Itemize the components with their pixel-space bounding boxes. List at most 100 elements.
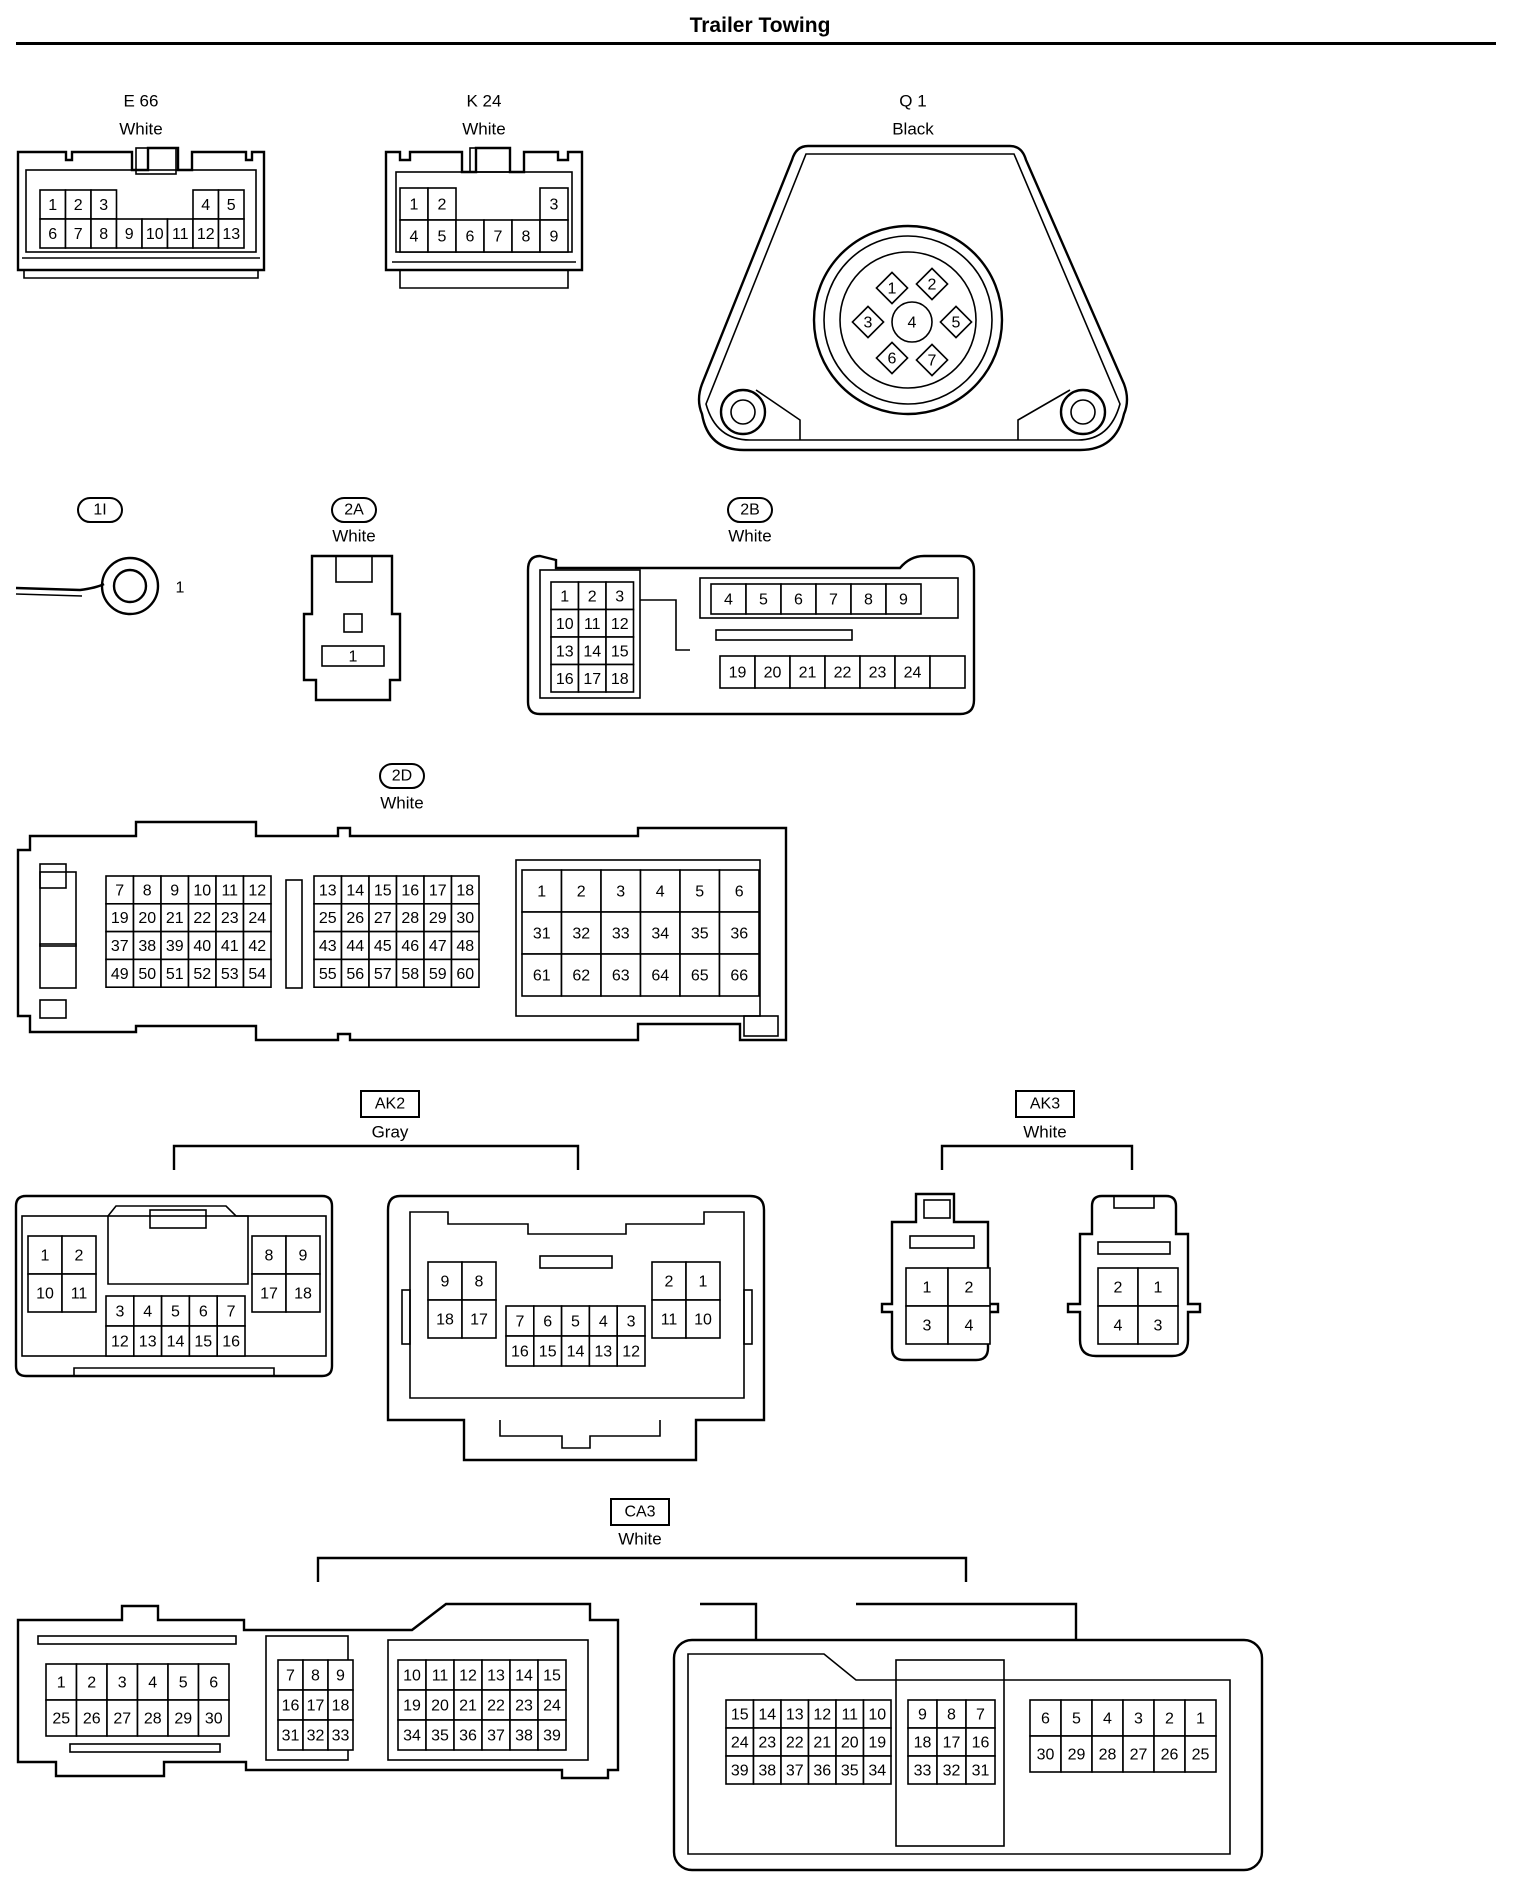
connector-color: White: [462, 120, 505, 139]
pin-number: 16: [511, 1344, 529, 1361]
pin-cell: [539, 219, 569, 253]
pin-cell: [509, 1719, 539, 1751]
pin-cell: [752, 1755, 782, 1785]
pin-number: 33: [332, 1728, 350, 1745]
connector-ak2: [14, 1144, 766, 1462]
page-title: Trailer Towing: [689, 14, 831, 37]
pin-number: 34: [403, 1728, 421, 1745]
pin-number: 10: [556, 616, 574, 633]
pin-cell: [1137, 1267, 1179, 1307]
pin-number: 13: [594, 1344, 612, 1361]
pin-cell: [90, 218, 118, 249]
pin-cell: [427, 187, 457, 221]
pin-socket: [851, 305, 885, 339]
pin-number: 8: [522, 229, 531, 246]
pin-number: 3: [615, 588, 624, 605]
connector-code-box: [360, 1090, 420, 1118]
pin-number: 49: [111, 966, 129, 983]
pin-cell: [1060, 1699, 1093, 1737]
pin-number: 4: [908, 315, 917, 332]
pin-cell: [132, 875, 162, 905]
pin-cell: [75, 1699, 108, 1737]
pin-number: 3: [627, 1314, 636, 1331]
pin-number: 2: [74, 197, 83, 214]
pin-number: 6: [794, 592, 803, 609]
pin-number: 27: [374, 910, 392, 927]
pin-number: 4: [410, 229, 419, 246]
pin-cell: [427, 219, 457, 253]
pin-number: 29: [1068, 1747, 1086, 1764]
pin-number: 1: [560, 588, 569, 605]
pin-number: 15: [611, 643, 629, 660]
pin-number: 10: [694, 1312, 712, 1329]
pin-number: 46: [401, 938, 419, 955]
pin-cell: [461, 1261, 497, 1301]
pin-number: 57: [374, 966, 392, 983]
pin-number: 39: [543, 1728, 561, 1745]
pin-number: 2: [87, 1675, 96, 1692]
pin-cell: [532, 1335, 563, 1367]
pin-number: 1: [537, 884, 546, 901]
pin-number: 4: [656, 884, 665, 901]
pin-number: 23: [869, 665, 887, 682]
pin-cell: [215, 958, 245, 989]
pin-number: 10: [146, 226, 164, 243]
pin-cell: [965, 1699, 996, 1729]
connector-color: White: [380, 794, 423, 813]
connector-code: AK3: [1030, 1096, 1060, 1113]
pin-number: 30: [205, 1711, 223, 1728]
pin-cell: [577, 663, 607, 693]
pin-number: 7: [976, 1707, 985, 1724]
pin-number: 25: [52, 1711, 70, 1728]
pin-cell: [560, 1305, 591, 1337]
pin-number: 13: [786, 1707, 804, 1724]
connector-code: AK2: [375, 1096, 405, 1113]
pin-number: 18: [611, 671, 629, 688]
pin-cell: [242, 958, 272, 989]
title-rule: [16, 42, 1496, 45]
pin-cell: [302, 1719, 329, 1751]
pin-number: 8: [947, 1707, 956, 1724]
connector-e66: [16, 146, 266, 279]
pin-number: 45: [374, 938, 392, 955]
pin-number: 15: [374, 882, 392, 899]
pin-number: 20: [841, 1735, 859, 1752]
pin-number: 1: [48, 197, 57, 214]
pin-number: 38: [138, 938, 156, 955]
pin-number: 2: [438, 197, 447, 214]
pin-number: 16: [556, 671, 574, 688]
pin-cell: [450, 930, 480, 961]
pin-number: 7: [227, 1304, 236, 1321]
pin-number: 63: [612, 968, 630, 985]
pin-number: 10: [193, 882, 211, 899]
pin-number: 8: [143, 882, 152, 899]
pin-number: 12: [813, 1707, 831, 1724]
connector-code-badge: [727, 497, 773, 523]
pin-cell: [789, 655, 826, 689]
pin-number: 13: [319, 882, 337, 899]
pin-cell: [605, 581, 635, 611]
connector-code-badge: [331, 497, 377, 523]
pin-number: 7: [494, 229, 503, 246]
pin-cell: [1137, 1305, 1179, 1345]
connector-code: 2A: [344, 502, 364, 519]
pin-cell: [27, 1273, 63, 1313]
pin-cell: [600, 869, 642, 913]
pin-number: 26: [83, 1711, 101, 1728]
pin-cell: [105, 1325, 135, 1357]
pin-number: 47: [429, 938, 447, 955]
pin-number: 19: [868, 1735, 886, 1752]
pin-number: 14: [167, 1334, 185, 1351]
pin-number: 3: [923, 1318, 932, 1335]
pin-cell: [639, 911, 681, 955]
pin-cell: [521, 911, 563, 955]
pin-cell: [160, 958, 190, 989]
pin-number: 8: [311, 1668, 320, 1685]
connector-ca3: [16, 1556, 1264, 1872]
pin-number: 8: [99, 226, 108, 243]
pin-cell: [862, 1727, 892, 1757]
pin-cell: [90, 189, 118, 220]
pin-number: 2: [75, 1248, 84, 1265]
pin-cell: [453, 1689, 483, 1721]
